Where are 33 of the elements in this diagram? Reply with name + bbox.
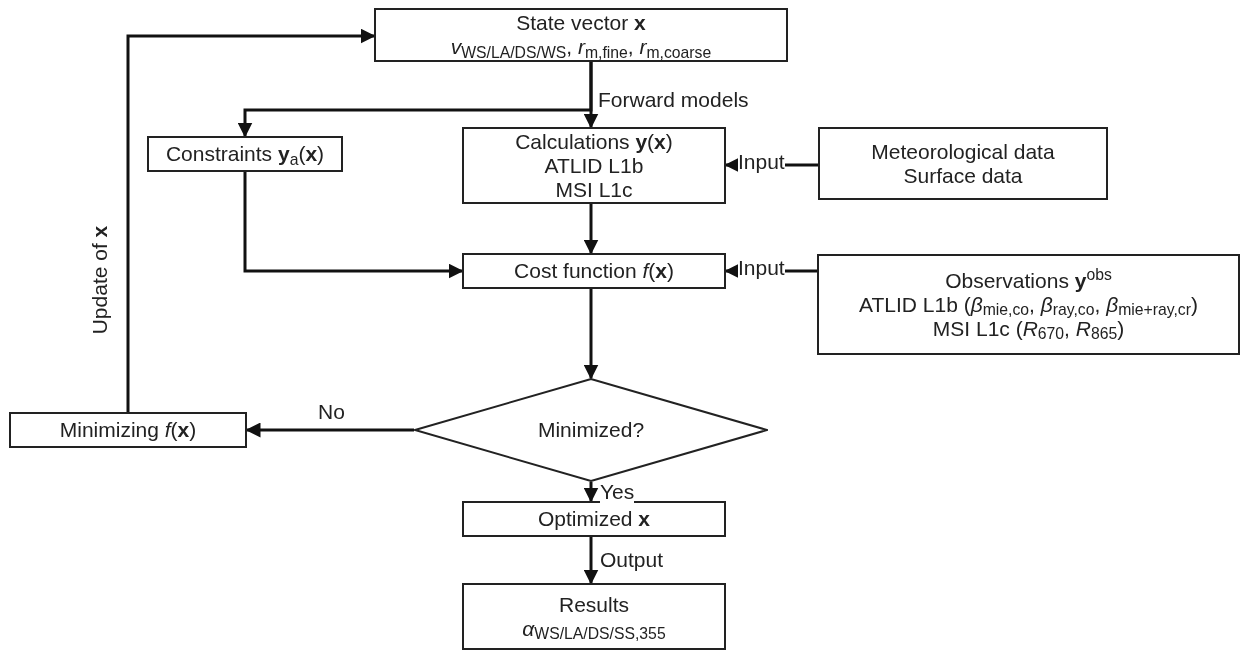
node-text: Observations y$^{obs}$ bbox=[945, 268, 1112, 293]
arrow bbox=[583, 482, 599, 503]
node-text: Cost function f(x) bbox=[514, 259, 674, 283]
arrow bbox=[583, 289, 599, 380]
node-text: α$_{WS/LA/DS/SS,355}$ bbox=[522, 616, 666, 641]
node-text: Surface data bbox=[903, 163, 1023, 188]
process-box bbox=[817, 254, 1240, 355]
node-text: ATLID L1b (β$_{mie,co}$, β$_{ray,co}$, β$_{mie+ray,cr}$) bbox=[859, 292, 1198, 317]
node-text: Constraints y$_{a}$(x) bbox=[165, 142, 325, 166]
arrow bbox=[583, 62, 599, 129]
process-box bbox=[374, 8, 788, 62]
process-box bbox=[462, 583, 726, 650]
node-text: v$_{WS/LA/DS/WS}$, r$_{m,fine}$, r$_{m,coarse}$ bbox=[450, 35, 712, 59]
decision-diamond bbox=[414, 378, 768, 482]
process-box bbox=[818, 127, 1108, 200]
node-text: Minimized? bbox=[537, 418, 645, 442]
process-box bbox=[462, 501, 726, 537]
node-text: Results bbox=[559, 592, 629, 617]
process-box bbox=[462, 127, 726, 204]
node-text: Calculations y(x) bbox=[515, 129, 673, 154]
process-box bbox=[147, 136, 343, 172]
node-text: State vector x bbox=[516, 11, 646, 35]
node-text: Optimized x bbox=[537, 507, 651, 531]
arrow bbox=[583, 204, 599, 255]
process-box bbox=[462, 253, 726, 289]
node-text: MSI L1c bbox=[555, 177, 633, 202]
node-text: Minimizing f(x) bbox=[59, 418, 197, 442]
process-box bbox=[9, 412, 247, 448]
node-text: ATLID L1b bbox=[544, 153, 644, 178]
arrow bbox=[243, 172, 464, 279]
arrow bbox=[126, 28, 376, 412]
node-text: Meteorological data bbox=[871, 139, 1055, 164]
arrow bbox=[583, 537, 599, 585]
